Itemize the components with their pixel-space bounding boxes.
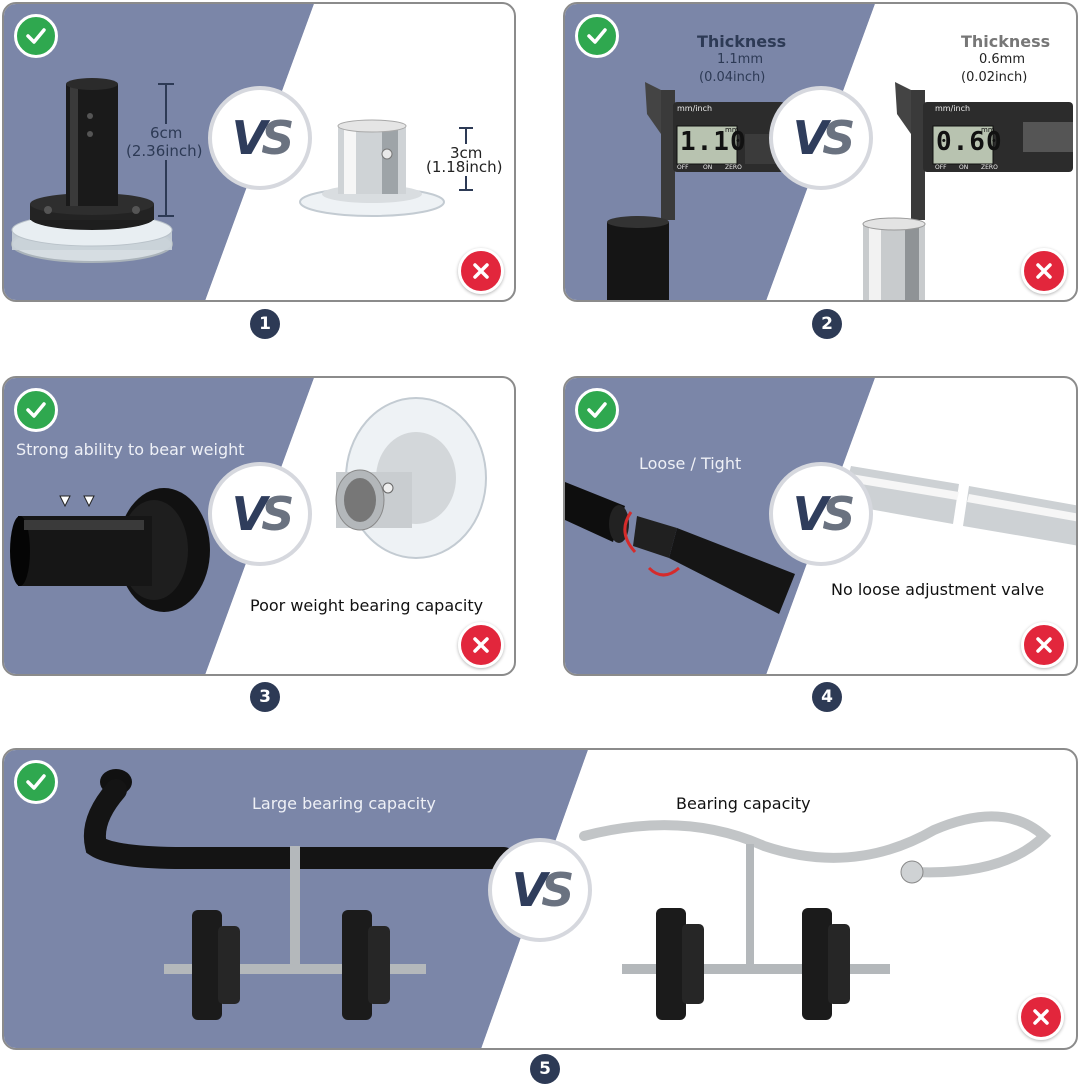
bad-btn-on: ON xyxy=(959,164,969,171)
good-unit-small: mm xyxy=(725,126,739,134)
bad-thickness-inch: (0.02inch) xyxy=(961,70,1028,85)
good-feature-text: Loose / Tight xyxy=(639,454,742,473)
bad-feature-text: Bearing capacity xyxy=(676,794,811,813)
good-caliper-display: 1.10 xyxy=(680,127,747,157)
bad-unit-label: mm/inch xyxy=(935,104,971,113)
step-number-2: 2 xyxy=(812,309,842,339)
good-btn-zero: ZERO xyxy=(725,164,742,171)
check-icon xyxy=(575,14,619,58)
comparison-panel-2: Thickness 1.1mm (0.04inch) mm/inch 1.10 … xyxy=(563,2,1078,302)
step-number-4: 4 xyxy=(812,682,842,712)
step-number-1: 1 xyxy=(250,309,280,339)
good-thickness-mm: 1.1mm xyxy=(717,52,764,67)
black-flange-image xyxy=(10,488,210,612)
check-icon xyxy=(14,760,58,804)
bad-thickness-title: Thickness xyxy=(961,32,1051,51)
cross-icon xyxy=(1021,248,1067,294)
cross-icon xyxy=(1021,622,1067,668)
cross-icon xyxy=(1018,994,1064,1040)
good-unit-label: mm/inch xyxy=(677,104,713,113)
short-base-image xyxy=(299,119,445,217)
good-btn-on: ON xyxy=(703,164,713,171)
caliper-thick-image xyxy=(607,82,785,300)
good-height-inch-label: (2.36inch) xyxy=(124,142,205,160)
bad-height-inch-label: (1.18inch) xyxy=(426,158,503,176)
tall-base-image xyxy=(11,78,173,263)
step-number-3: 3 xyxy=(250,682,280,712)
bad-feature-text: No loose adjustment valve xyxy=(831,580,1045,599)
bad-feature-text: Poor weight bearing capacity xyxy=(250,596,484,615)
black-curved-rod-image xyxy=(83,769,515,1020)
good-thickness-title: Thickness xyxy=(697,32,787,51)
good-thickness-inch: (0.04inch) xyxy=(699,70,766,85)
caliper-thin-image xyxy=(862,82,1073,300)
bad-btn-off: OFF xyxy=(935,164,947,171)
bad-thickness-mm: 0.6mm xyxy=(979,52,1026,67)
panel-3-background xyxy=(4,378,487,674)
check-icon xyxy=(575,388,619,432)
check-icon xyxy=(14,388,58,432)
cross-icon xyxy=(458,248,504,294)
good-feature-text: Strong ability to bear weight xyxy=(16,440,245,459)
good-height-label: 6cm xyxy=(148,124,185,142)
check-icon xyxy=(14,14,58,58)
bad-height-label: 3cm xyxy=(450,144,483,162)
chrome-flange-image xyxy=(335,397,487,559)
chrome-rod-image xyxy=(841,466,1076,546)
bad-btn-zero: ZERO xyxy=(981,164,998,171)
comparison-panel-3: Strong ability to bear weight Poor weigh… xyxy=(2,376,516,676)
good-btn-off: OFF xyxy=(677,164,689,171)
panel-5-background xyxy=(4,750,1052,1048)
bad-caliper-display: 0.60 xyxy=(936,127,1003,157)
good-feature-text: Large bearing capacity xyxy=(252,794,436,813)
comparison-panel-1: 6cm (2.36inch) 3cm (1.18inch) xyxy=(2,2,516,302)
adjustable-rod-image xyxy=(565,482,795,614)
chrome-curved-rod-image xyxy=(579,811,1052,1020)
step-number-5: 5 xyxy=(530,1054,560,1084)
comparison-panel-5: Large bearing capacity Bearing capacity xyxy=(2,748,1078,1050)
bad-unit-small: mm xyxy=(981,126,995,134)
cross-icon xyxy=(458,622,504,668)
